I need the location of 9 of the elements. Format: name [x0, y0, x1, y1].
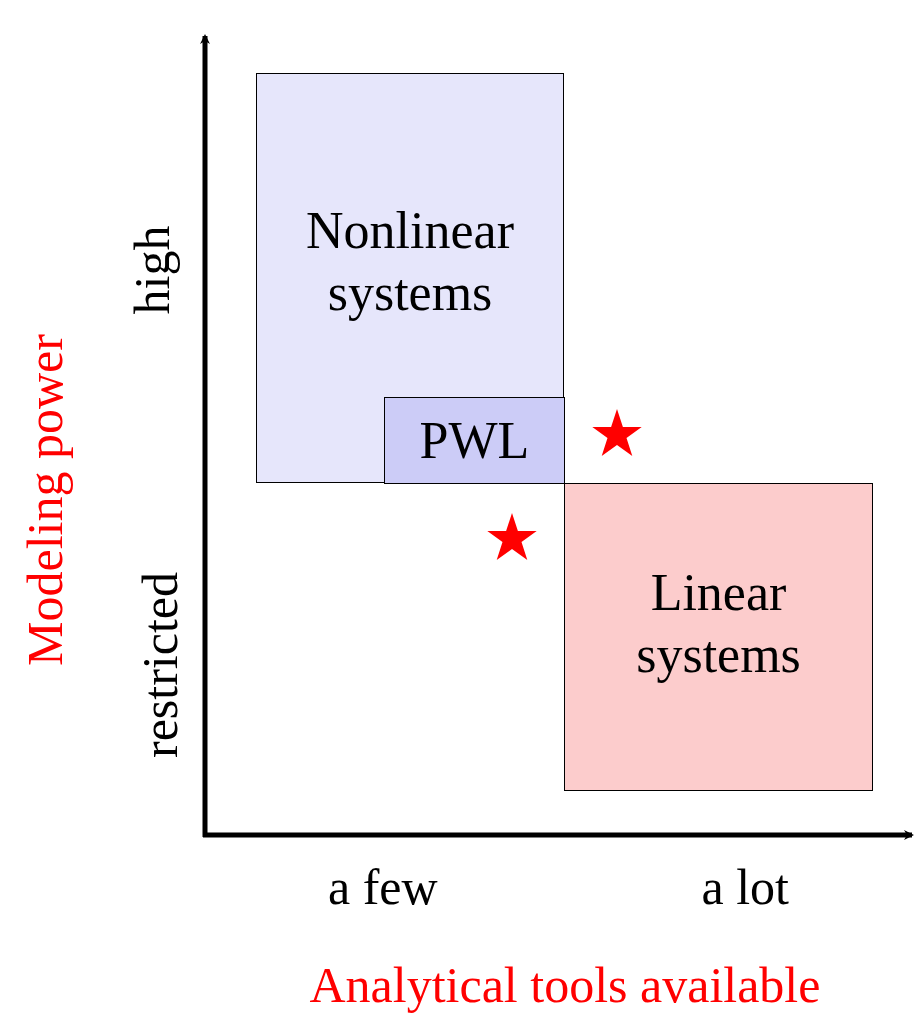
region-label: Linear systems	[635, 563, 802, 685]
region-box	[384, 397, 565, 484]
axis-tick-label: a few	[328, 862, 438, 912]
axis-tick-label: restricted	[135, 572, 185, 758]
region-label: PWL	[418, 411, 531, 471]
region-box	[256, 73, 564, 483]
region-label: Nonlinear systems	[305, 201, 515, 323]
axis-tick-label: a lot	[701, 862, 789, 912]
region-box	[564, 483, 873, 791]
